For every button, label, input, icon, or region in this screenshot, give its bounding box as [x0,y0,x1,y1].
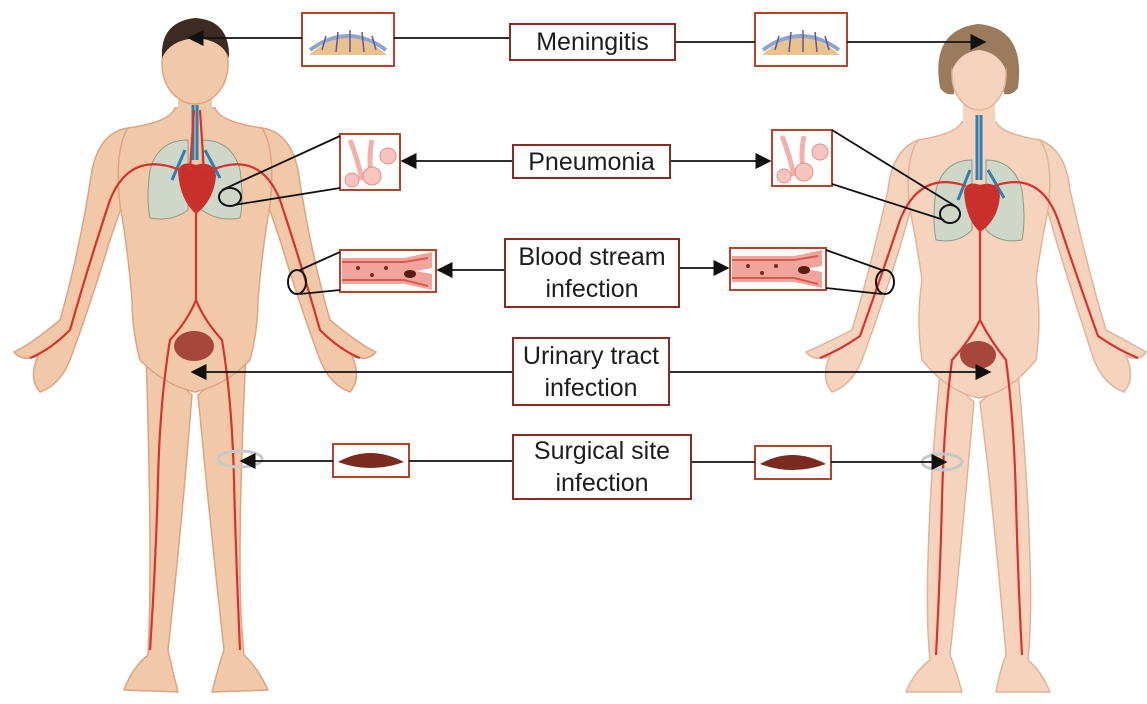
pneumonia-thumbnail-right [772,130,832,186]
blood-vessel-thumbnail-right [730,248,826,290]
label-blood-stream-line2: infection [545,273,638,305]
male-left-arm [14,128,128,392]
label-urinary-line2: infection [544,372,637,404]
female-right-leg [980,372,1050,692]
label-meningitis-text: Meningitis [536,26,649,58]
female-left-leg [906,372,974,692]
female-arteries [820,182,1138,655]
label-blood-stream-infection: Blood stream infection [504,238,680,308]
pneumonia-thumbnail-left [340,134,400,190]
label-surgical-line2: infection [555,467,648,499]
label-urinary-tract-infection: Urinary tract infection [512,337,670,406]
female-figure [806,24,1146,692]
label-pneumonia: Pneumonia [512,144,671,179]
label-meningitis: Meningitis [509,23,676,61]
label-pneumonia-text: Pneumonia [528,146,654,178]
label-blood-stream-line1: Blood stream [518,241,665,273]
blood-vessel-thumbnail-left [340,250,436,292]
label-surgical-site-infection: Surgical site infection [512,434,692,500]
meningitis-thumbnail-left [302,13,394,66]
label-surgical-line1: Surgical site [534,435,670,467]
meningitis-thumbnail-right [755,13,847,66]
male-bladder [174,331,214,361]
label-urinary-line1: Urinary tract [523,340,659,372]
wound-thumbnail-left [333,444,409,477]
male-figure [14,18,376,692]
male-right-leg [198,352,268,692]
female-bladder [960,341,996,369]
wound-thumbnail-right [755,446,831,479]
male-left-leg [124,352,192,692]
